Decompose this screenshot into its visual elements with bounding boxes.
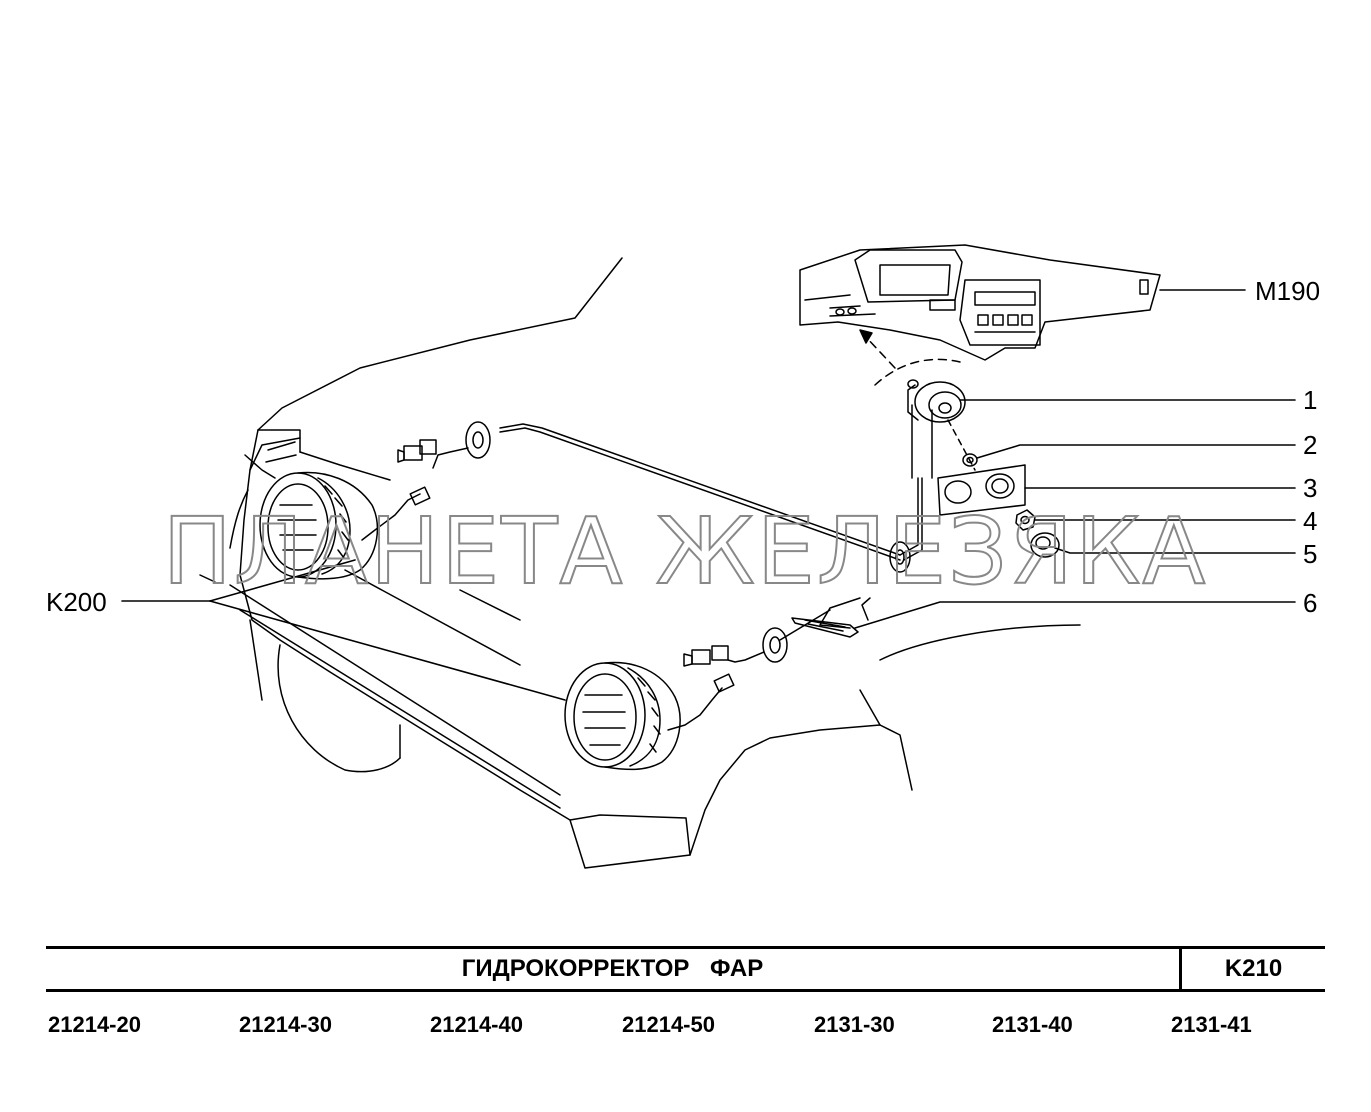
part-1-corrector-unit bbox=[907, 379, 976, 471]
callout-3: 3 bbox=[1303, 473, 1317, 503]
parts-diagram: ПЛАНЕТА ЖЕЛЕЗЯКА M190 1 2 3 4 5 6 K200 bbox=[46, 244, 1320, 869]
diagram-code: K210 bbox=[1224, 955, 1283, 982]
watermark-text: ПЛАНЕТА ЖЕЛЕЗЯКА bbox=[163, 498, 1208, 605]
title-divider bbox=[1179, 949, 1182, 989]
model-code: 2131-40 bbox=[992, 1012, 1073, 1037]
headlamp-upper bbox=[259, 471, 431, 580]
model-code: 21214-50 bbox=[622, 1012, 715, 1037]
callout-2: 2 bbox=[1303, 430, 1317, 460]
callout-m190: M190 bbox=[1255, 276, 1320, 306]
model-code: 21214-20 bbox=[48, 1012, 141, 1037]
part-2-nut bbox=[962, 453, 978, 467]
model-list: 21214-20 21214-30 21214-40 21214-50 2131… bbox=[46, 1012, 1325, 1046]
headlamp-lower bbox=[564, 661, 735, 771]
callout-6: 6 bbox=[1303, 588, 1317, 618]
callout-k200: K200 bbox=[46, 587, 107, 617]
actuator-lower bbox=[683, 627, 788, 667]
car-body-outline bbox=[199, 257, 1081, 869]
part-3-bracket bbox=[937, 464, 1026, 516]
diagram-title: ГИДРОКОРРЕКТОР ФАР bbox=[461, 955, 764, 982]
part-4-hex-nut bbox=[1015, 509, 1036, 531]
actuator-upper bbox=[397, 421, 491, 469]
cable-connector bbox=[889, 541, 911, 573]
callout-5: 5 bbox=[1303, 539, 1317, 569]
model-code: 2131-41 bbox=[1171, 1012, 1252, 1037]
callout-4: 4 bbox=[1303, 506, 1317, 536]
leader-lines bbox=[121, 289, 1296, 701]
install-arrow bbox=[859, 329, 961, 386]
hydraulic-lines bbox=[499, 404, 933, 641]
model-code: 2131-30 bbox=[814, 1012, 895, 1037]
part-5-knob bbox=[1030, 532, 1060, 558]
title-block: ГИДРОКОРРЕКТОР ФАР K210 bbox=[46, 946, 1325, 992]
part-6-cable-tie bbox=[791, 617, 859, 638]
dashboard-panel bbox=[799, 244, 1161, 361]
model-code: 21214-30 bbox=[239, 1012, 332, 1037]
model-code: 21214-40 bbox=[430, 1012, 523, 1037]
callout-1: 1 bbox=[1303, 385, 1317, 415]
